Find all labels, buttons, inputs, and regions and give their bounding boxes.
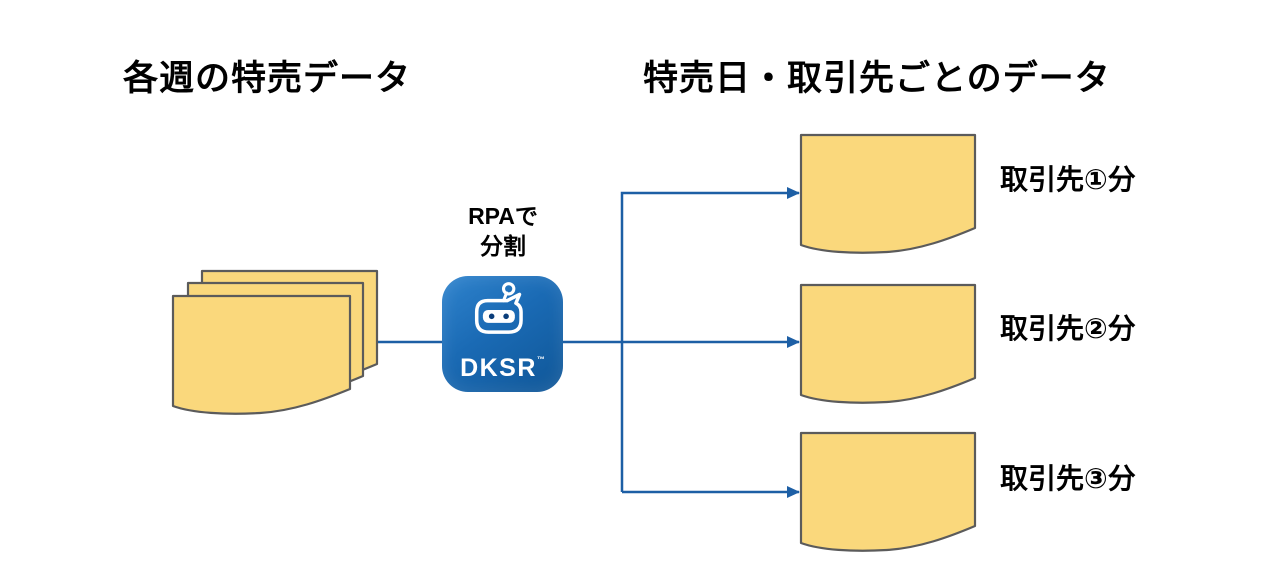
output-document-3 <box>799 431 977 552</box>
output-document-2 <box>799 283 977 404</box>
robot-icon <box>474 282 523 334</box>
rpa-split-line2: 分割 <box>480 233 526 259</box>
source-document-stack <box>171 269 379 415</box>
robot-head <box>474 292 523 334</box>
dksr-app-icon: DKSR™ <box>442 276 563 392</box>
rpa-split-line1: RPAで <box>468 203 538 229</box>
dksr-trademark-symbol: ™ <box>536 355 545 364</box>
dksr-wordmark-text: DKSR <box>460 354 537 382</box>
dksr-wordmark: DKSR™ <box>442 354 563 383</box>
output-document-1 <box>799 133 977 254</box>
output-label-2: 取引先②分 <box>1000 313 1136 344</box>
robot-left-eye <box>488 313 494 320</box>
left-section-title: 各週の特売データ <box>123 59 412 98</box>
output-label-3: 取引先③分 <box>1000 463 1136 494</box>
output-label-1: 取引先①分 <box>1000 164 1136 195</box>
robot-right-eye <box>502 313 509 320</box>
right-section-title: 特売日・取引先ごとのデータ <box>643 59 1111 98</box>
connector-top-arrow <box>620 187 800 492</box>
rpa-split-label: RPAで分割 <box>440 201 566 261</box>
robot-visor <box>482 309 515 323</box>
robot-antenna-tip <box>501 282 515 296</box>
source-document-front <box>171 294 352 415</box>
